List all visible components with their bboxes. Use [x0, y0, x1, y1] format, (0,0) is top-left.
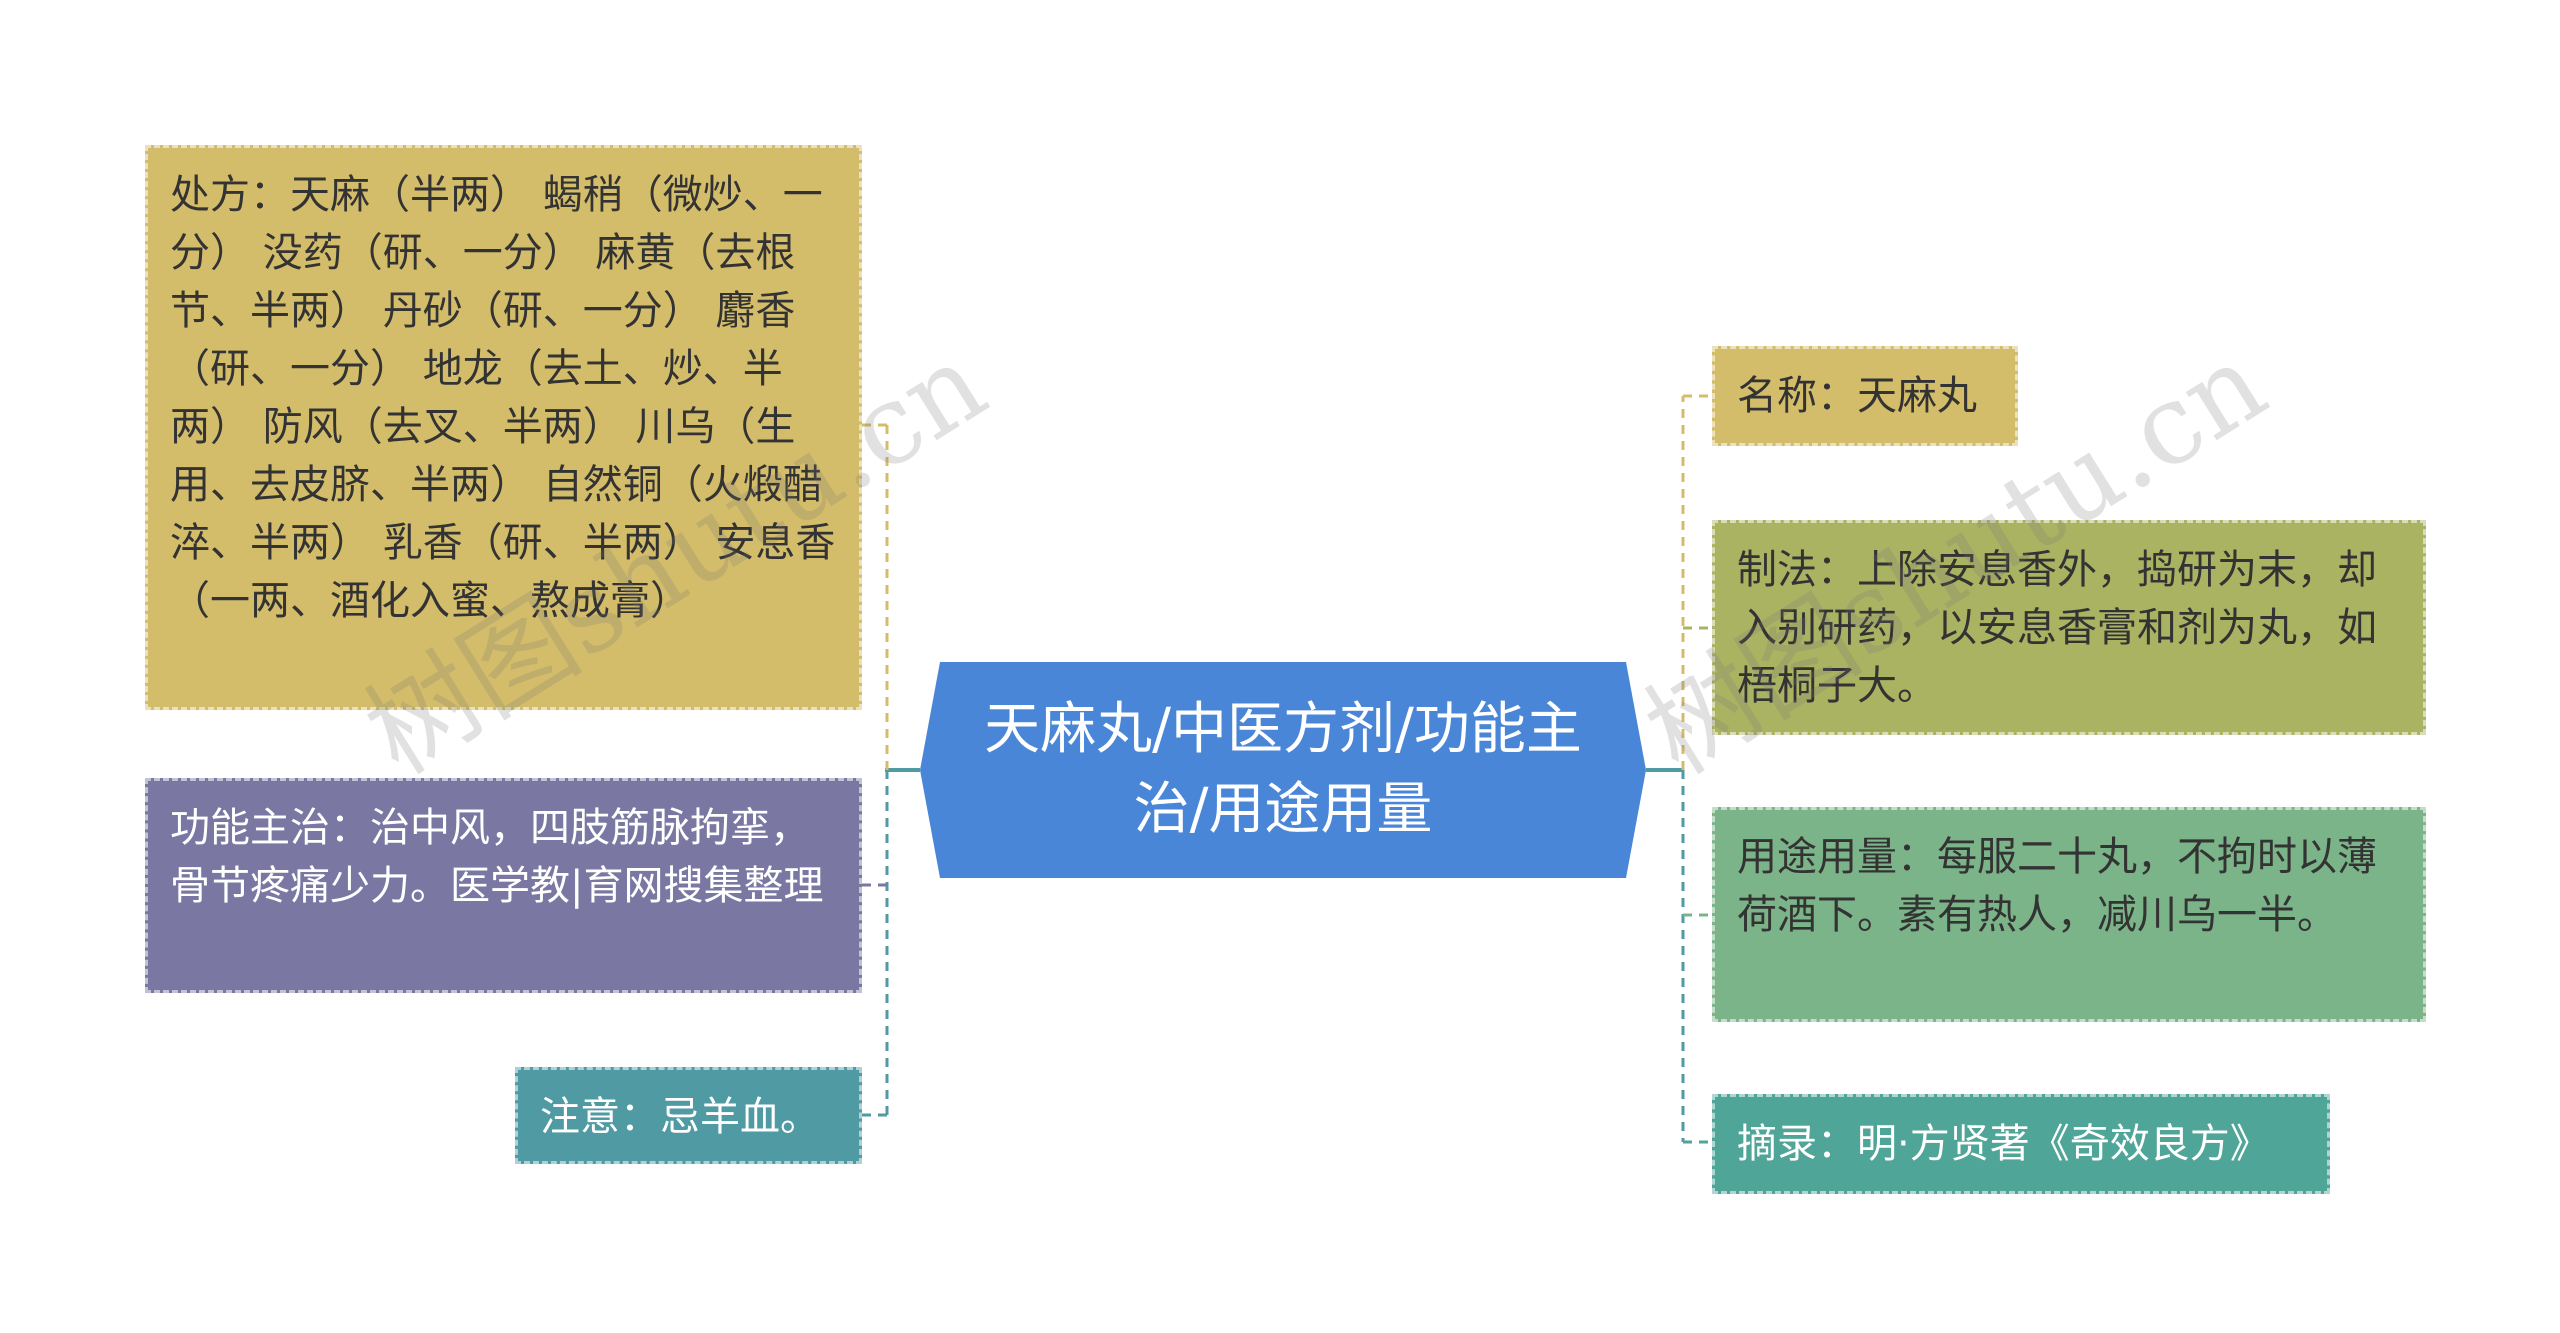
central-topic-shape [920, 662, 1646, 878]
central-topic-title: 天麻丸/中医方剂/功能主治/用途用量 [984, 697, 1582, 842]
node-name-text: 名称：天麻丸 [1737, 373, 1977, 419]
central-topic[interactable]: 天麻丸/中医方剂/功能主治/用途用量 [920, 662, 1646, 878]
node-indications[interactable]: 功能主治：治中风，四肢筋脉拘挛，骨节疼痛少力。医学教|育网搜集整理 [145, 778, 862, 993]
node-dosage[interactable]: 用途用量：每服二十丸，不拘时以薄荷酒下。素有热人，减川乌一半。 [1712, 807, 2426, 1022]
node-caution-text: 注意：忌羊血。 [540, 1094, 820, 1140]
node-dosage-text: 用途用量：每服二十丸，不拘时以薄荷酒下。素有热人，减川乌一半。 [1737, 834, 2377, 938]
node-source-text: 摘录：明·方贤著《奇效良方》 [1737, 1121, 2270, 1167]
node-prescription-text: 处方：天麻（半两） 蝎稍（微炒、一分） 没药（研、一分） 麻黄（去根节、半两） … [170, 172, 836, 624]
node-preparation[interactable]: 制法：上除安息香外，捣研为末，却入别研药，以安息香膏和剂为丸，如梧桐子大。 [1712, 520, 2426, 735]
node-indications-text: 功能主治：治中风，四肢筋脉拘挛，骨节疼痛少力。医学教|育网搜集整理 [170, 805, 824, 909]
node-name[interactable]: 名称：天麻丸 [1712, 346, 2018, 446]
node-preparation-text: 制法：上除安息香外，捣研为末，却入别研药，以安息香膏和剂为丸，如梧桐子大。 [1737, 547, 2377, 709]
node-prescription[interactable]: 处方：天麻（半两） 蝎稍（微炒、一分） 没药（研、一分） 麻黄（去根节、半两） … [145, 145, 862, 710]
node-caution[interactable]: 注意：忌羊血。 [515, 1067, 862, 1164]
node-source[interactable]: 摘录：明·方贤著《奇效良方》 [1712, 1094, 2330, 1194]
